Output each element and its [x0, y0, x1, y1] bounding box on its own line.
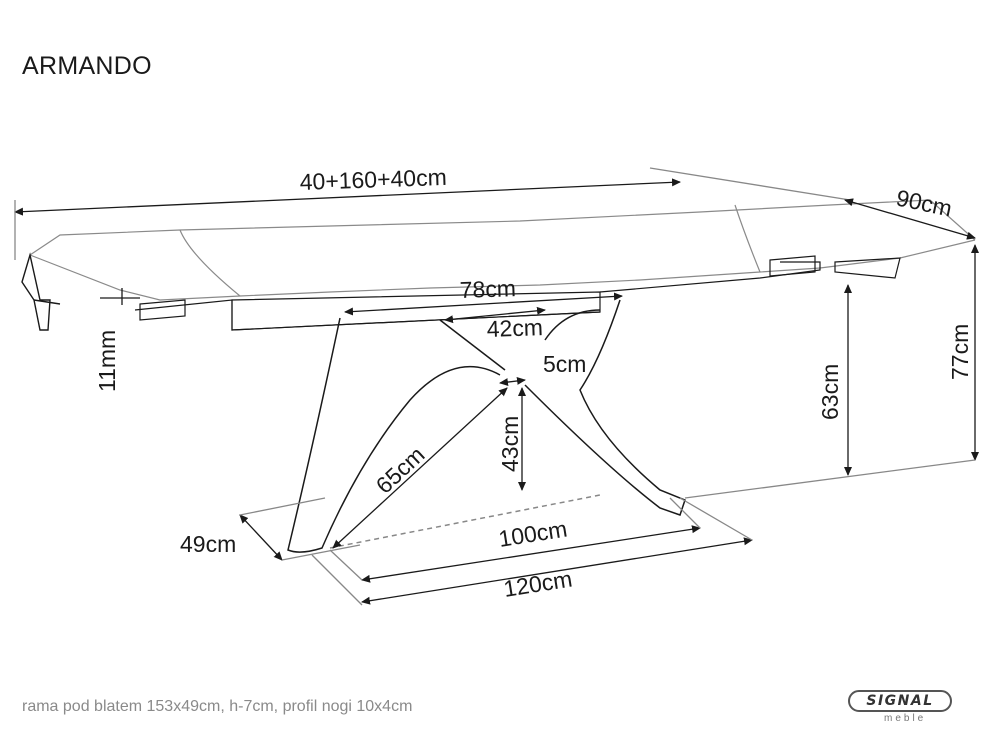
- label-foot-depth: 49cm: [180, 531, 236, 557]
- dim-ext-base-left: [329, 549, 363, 581]
- dim-line-foot-depth: [239, 514, 283, 561]
- label-depth: 90cm: [894, 184, 954, 221]
- left-blade: [287, 317, 501, 553]
- label-inner-span: 42cm: [486, 314, 543, 342]
- table-top-right-edge: [819, 239, 976, 269]
- extension-leaf-left: [179, 229, 241, 297]
- dim-line-diagonal: [332, 387, 508, 549]
- dim-ext-bottom: [684, 459, 976, 499]
- label-top-thickness: 11mm: [94, 330, 120, 392]
- dimension-lines: [14, 167, 979, 606]
- product-title: ARMANDO: [22, 52, 152, 80]
- dim-ext-right: [649, 167, 851, 201]
- extension-leaf-right: [734, 204, 761, 273]
- brand-subtitle: meble: [884, 713, 927, 724]
- label-frame-length: 78cm: [459, 275, 516, 303]
- dim-line-inner: [444, 306, 546, 324]
- dim-ext-span-left: [311, 554, 363, 606]
- label-cross-height: 43cm: [497, 416, 523, 472]
- end-plate-right: [834, 257, 901, 279]
- right-blade: [524, 299, 686, 516]
- frame-spec-note: rama pod blatem 153x49cm, h-7cm, profil …: [22, 698, 413, 715]
- brand-logo: SIGNAL meble: [848, 688, 956, 732]
- dim-ext-foot-2: [281, 544, 361, 561]
- rail-right-bracket: [769, 255, 816, 277]
- left-end-support: [21, 252, 61, 331]
- rail-right: [599, 261, 821, 293]
- table-top-front-edge: [29, 254, 821, 301]
- frame-box: [231, 291, 601, 331]
- label-leg-height: 63cm: [817, 364, 843, 420]
- dim-line-frame: [344, 292, 623, 316]
- extension-rails: [134, 255, 901, 331]
- label-total-length: 40+160+40cm: [299, 164, 447, 195]
- rail-left-bracket: [139, 299, 186, 321]
- dim-line-depth: [844, 198, 976, 240]
- label-foot-span: 120cm: [502, 565, 574, 601]
- dim-ext-base-right: [669, 497, 701, 529]
- dim-ext-foot-1: [239, 497, 326, 516]
- dim-line-total-length: [14, 178, 681, 216]
- label-gap: 5cm: [543, 351, 586, 377]
- dim-line-gap: [499, 376, 526, 387]
- brand-logo-badge: SIGNAL: [848, 690, 952, 712]
- dim-ext-span-right: [679, 497, 753, 541]
- brand-name: SIGNAL: [866, 693, 934, 709]
- dim-line-span: [361, 537, 753, 605]
- label-base-length: 100cm: [497, 515, 569, 551]
- label-total-height: 77cm: [947, 324, 973, 380]
- left-blade-inner: [439, 319, 506, 371]
- label-diagonal: 65cm: [371, 441, 430, 498]
- table-top-back-edge: [29, 199, 976, 256]
